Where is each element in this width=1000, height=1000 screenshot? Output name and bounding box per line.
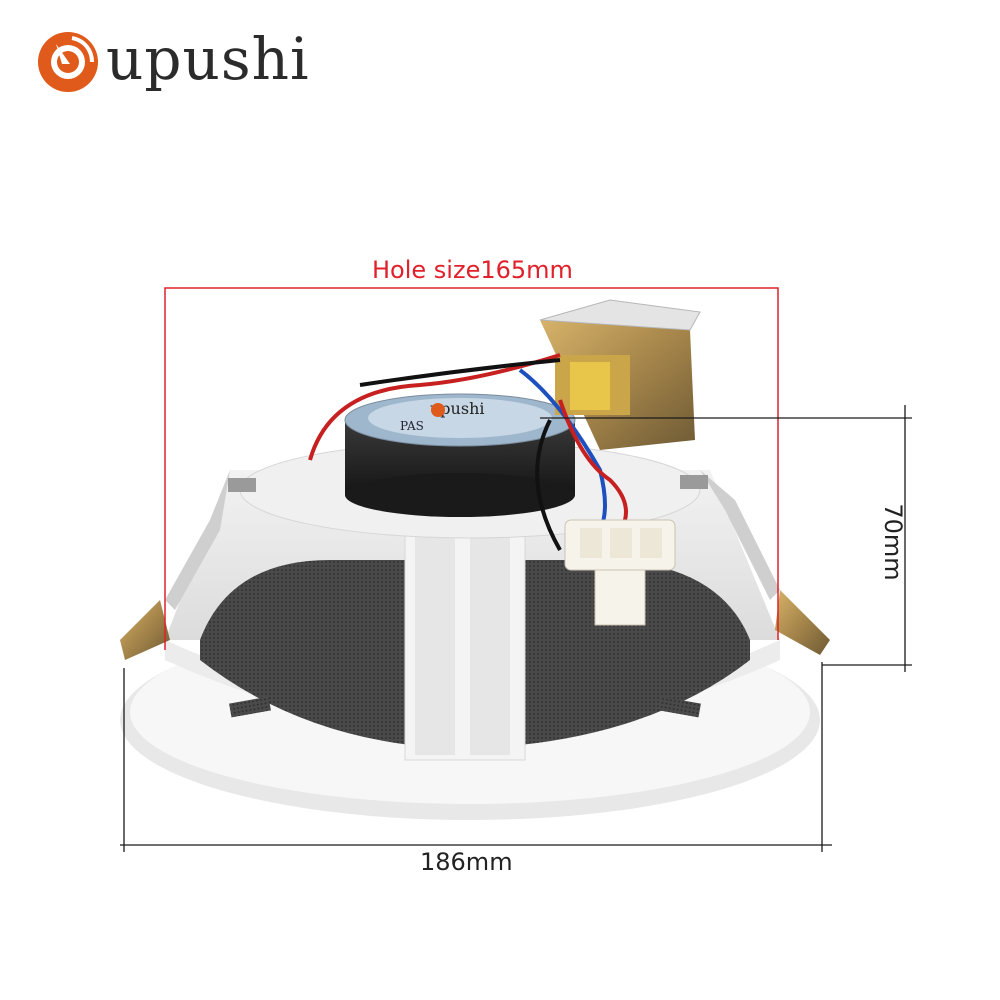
mounting-clip-left	[120, 470, 256, 660]
magnet-sublabel: PAS	[400, 419, 424, 433]
mounting-clip-right	[680, 470, 830, 655]
logo-mark-icon	[38, 32, 98, 92]
height-label: 70mm	[879, 503, 907, 581]
speaker-grille-right	[520, 560, 750, 745]
width-label: 186mm	[420, 848, 513, 876]
height-dimension	[540, 405, 912, 672]
magnet-logo-icon	[431, 403, 445, 417]
brand-logo: upushi	[36, 25, 376, 98]
hole-size-outline	[164, 287, 779, 650]
terminal-block	[564, 519, 676, 626]
width-dimension	[120, 662, 832, 852]
brand-wordmark: upushi	[106, 25, 310, 93]
hole-size-label: Hole size165mm	[372, 256, 573, 284]
speaker-grille-left	[200, 560, 410, 745]
